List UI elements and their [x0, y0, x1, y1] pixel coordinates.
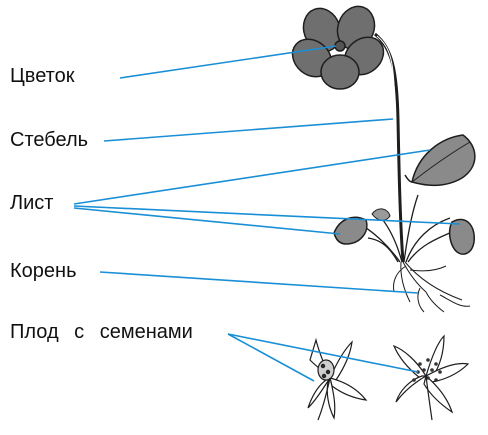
label-leaf: Лист	[10, 192, 54, 214]
label-stem: Стебель	[10, 129, 89, 151]
leader-line-leaf-lower	[73, 207, 341, 235]
right-leaf	[448, 218, 475, 255]
flower-petal	[320, 54, 360, 90]
leader-lines	[73, 45, 461, 382]
leader-line-stem	[103, 118, 394, 142]
label-flower: Цветок	[10, 65, 75, 87]
fruit-left	[307, 337, 368, 421]
stem	[374, 32, 405, 263]
flower-center	[334, 40, 346, 52]
fruit-right	[392, 334, 470, 421]
leader-line-leaf-upper	[73, 149, 431, 205]
upper-leaf	[404, 134, 476, 186]
leader-line-fruit-left	[227, 333, 315, 382]
leader-line-root	[99, 271, 419, 294]
leader-line-flower	[119, 45, 337, 79]
flower	[291, 5, 385, 90]
leader-line-leaf-middle	[73, 205, 461, 225]
basal-leaves	[355, 194, 453, 263]
left-leaf	[333, 216, 368, 245]
roots	[393, 261, 471, 313]
leader-line-fruit-right	[227, 333, 419, 373]
label-fruit-with-seeds: Плод с семенами	[10, 321, 193, 343]
stem-highlight	[376, 35, 401, 263]
label-root: Корень	[10, 260, 77, 282]
small-leaf	[371, 208, 391, 221]
